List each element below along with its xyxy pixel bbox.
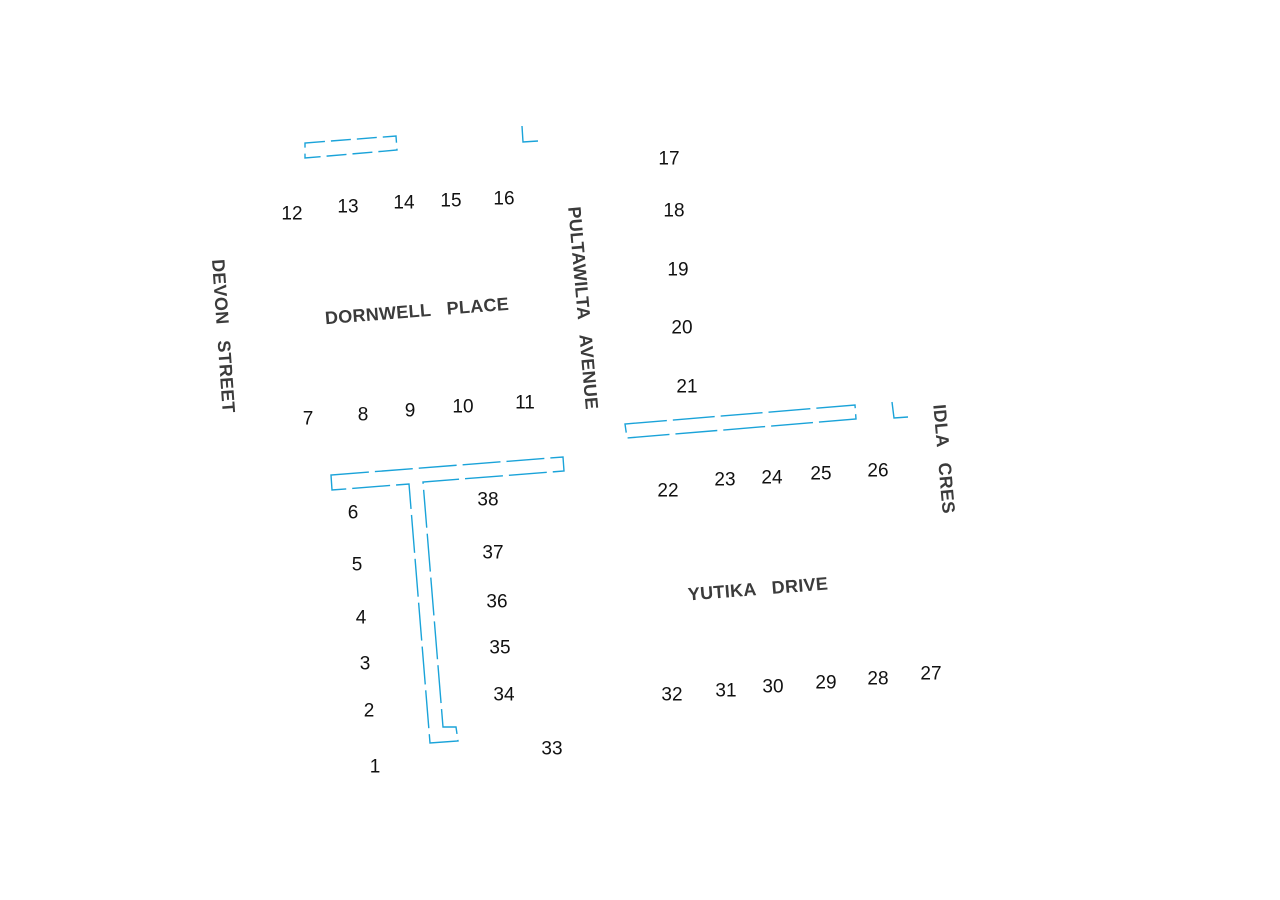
lot-number: 12 [281, 203, 303, 225]
lot-number: 27 [920, 663, 942, 685]
walkway-corner-mark-idla [891, 401, 909, 419]
lot-number: 21 [676, 376, 698, 398]
lot-number: 18 [663, 200, 685, 222]
lot-number: 26 [867, 460, 889, 482]
lot-number: 32 [661, 684, 683, 706]
lot-number: 8 [357, 404, 369, 426]
lot-number: 5 [351, 554, 363, 576]
lot-number: 38 [477, 489, 499, 511]
lot-number: 37 [482, 542, 504, 564]
lot-number: 20 [671, 317, 693, 339]
lot-number: 30 [762, 676, 784, 698]
lot-number: 35 [489, 637, 511, 659]
lot-number: 17 [658, 148, 680, 170]
lot-number: 23 [714, 469, 736, 491]
lot-number: 1 [369, 756, 381, 778]
lot-number: 2 [363, 700, 375, 722]
lot-number: 15 [440, 190, 462, 212]
lot-number: 28 [867, 668, 889, 690]
lot-number: 16 [493, 188, 515, 210]
lot-number: 34 [493, 684, 515, 706]
lot-number: 9 [404, 400, 416, 422]
walkway-t-shape [330, 456, 565, 744]
lot-number: 10 [452, 396, 474, 418]
lot-number: 11 [515, 392, 535, 414]
lot-number: 29 [815, 672, 837, 694]
lot-number: 31 [715, 680, 737, 702]
lot-number: 33 [541, 738, 563, 760]
lot-number: 7 [302, 408, 314, 430]
lot-number: 6 [347, 502, 359, 524]
lot-number: 24 [761, 467, 783, 489]
walkway-dornwell-north [304, 135, 398, 159]
walkway-corner-mark-north [521, 125, 539, 143]
lot-number: 25 [810, 463, 832, 485]
lot-number: 4 [355, 607, 367, 629]
lot-number: 36 [486, 591, 508, 613]
lot-number: 3 [359, 653, 371, 675]
lot-number: 14 [393, 192, 415, 214]
lot-number: 19 [667, 259, 689, 281]
lot-number: 22 [657, 480, 679, 502]
walkway-yutika-north [624, 404, 857, 439]
lot-number: 13 [337, 196, 359, 218]
